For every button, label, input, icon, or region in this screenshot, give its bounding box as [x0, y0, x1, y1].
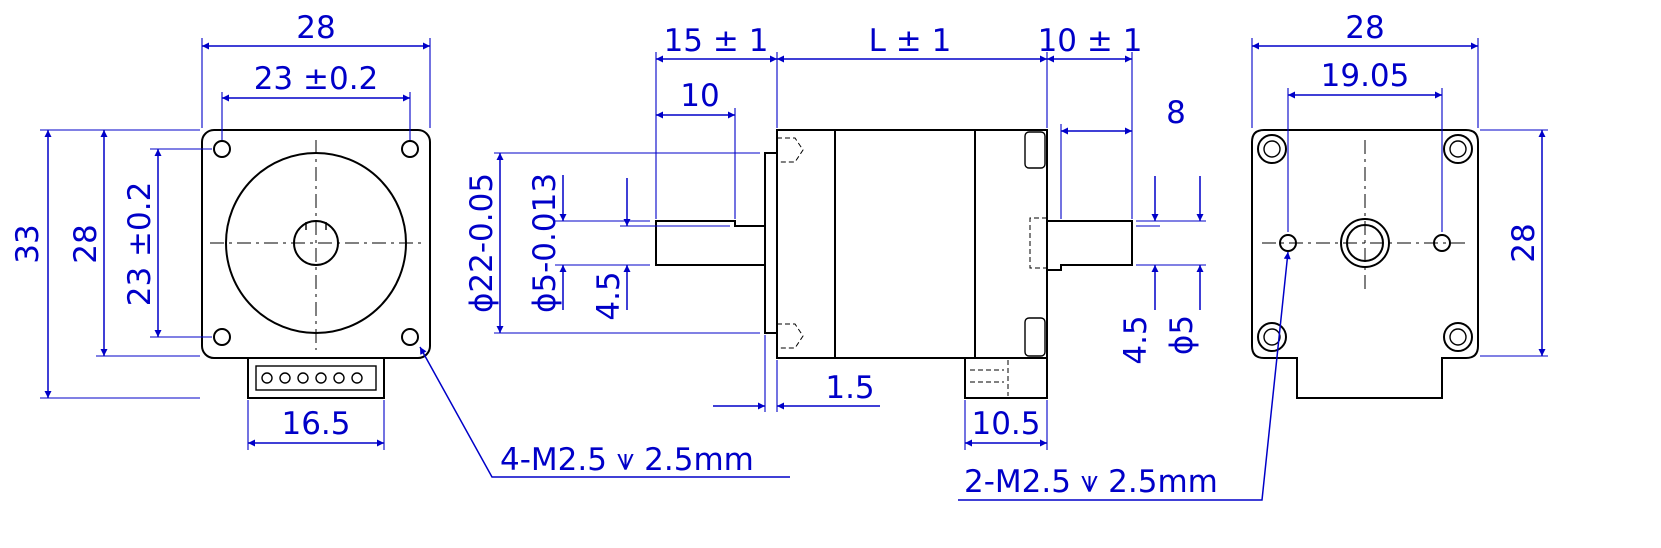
rear-hole-spacing-label: 19.05 — [1321, 58, 1410, 94]
rear-shaft-length-label: 10 ± 1 — [1038, 23, 1143, 59]
front-hole-spacing-x-label: 23 ±0.2 — [254, 61, 379, 97]
front-mounting-holes — [213, 140, 419, 346]
rear-shaft-inner — [1346, 224, 1384, 262]
side-body-outline — [776, 129, 1048, 359]
front-body-height-label: 28 — [68, 224, 104, 263]
front-width-label: 28 — [296, 10, 335, 46]
connector-length-label: 10.5 — [971, 406, 1040, 442]
front-overall-height-label: 33 — [10, 224, 46, 263]
rear-corner-screws — [1257, 134, 1473, 352]
rear-thread-holes — [1279, 234, 1451, 252]
front-flat-depth-label: 4.5 — [591, 271, 627, 320]
side-rear-hidden — [1029, 217, 1047, 269]
rear-housing-outline — [1251, 129, 1479, 399]
side-front-shaft — [655, 220, 765, 266]
rear-shaft-diameter-label: ϕ5 — [1164, 315, 1200, 355]
side-hidden-screw-bottom — [777, 323, 804, 349]
rear-flat-depth-label: 4.5 — [1118, 315, 1154, 364]
front-hole-spacing-y-label: 23 ±0.2 — [122, 182, 158, 307]
front-flat-length-label: 10 — [680, 78, 719, 114]
pilot-depth-label: 1.5 — [825, 370, 874, 406]
rear-flat-length-label: 8 — [1166, 95, 1186, 131]
rear-height-label: 28 — [1506, 223, 1542, 262]
connector-pin-holes — [261, 372, 363, 384]
side-view: 15 ± 1 L ± 1 10 ± 1 10 8 ϕ22-0.05 ϕ5-0.0… — [464, 23, 1206, 450]
side-screw-bottom — [1024, 317, 1046, 357]
side-screw-top — [1024, 131, 1046, 169]
rear-view: 28 19.05 28 2-M2.5 ⩛ 2.5mm — [958, 10, 1548, 501]
rear-width-label: 28 — [1345, 10, 1384, 46]
front-view: 28 23 ±0.2 33 28 23 ±0.2 16.5 4-M2.5 ⩛ 2… — [10, 10, 790, 478]
front-thread-callout: 4-M2.5 ⩛ 2.5mm — [500, 442, 754, 478]
side-hidden-screw-top — [777, 137, 804, 163]
rear-shaft-outer — [1340, 218, 1390, 268]
front-connector-width-label: 16.5 — [281, 406, 350, 442]
side-connector — [964, 357, 1048, 399]
body-length-label: L ± 1 — [869, 23, 952, 59]
front-connector-housing — [247, 357, 385, 399]
pilot-diameter-label: ϕ22-0.05 — [464, 173, 500, 313]
side-rear-shaft — [1047, 220, 1133, 271]
front-connector-pins — [255, 365, 377, 391]
side-pilot-boss — [764, 152, 778, 334]
shaft-diameter-label: ϕ5-0.013 — [527, 173, 563, 313]
rear-thread-callout: 2-M2.5 ⩛ 2.5mm — [964, 464, 1218, 500]
front-shaft-length-label: 15 ± 1 — [664, 23, 769, 59]
